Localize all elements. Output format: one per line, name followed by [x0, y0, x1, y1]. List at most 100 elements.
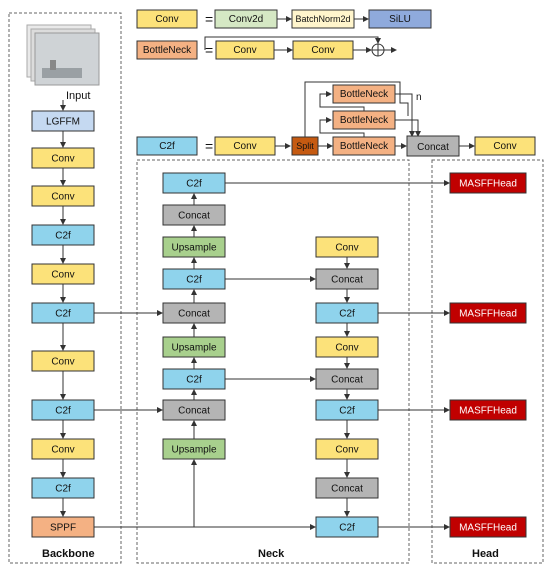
neck-right-conv-0-label: Conv	[335, 243, 358, 254]
backbone-conv-8-label: Conv	[51, 445, 74, 456]
backbone-lgffm-0: LGFFM	[31, 110, 95, 132]
legend-c2f-bottleneck-top-label: BottleNeck	[340, 89, 389, 100]
legend-c2f-conv2-label: Conv	[493, 141, 516, 152]
legend-bottleneck-label: BottleNeck	[143, 45, 192, 56]
input-label: Input	[66, 90, 90, 102]
head-masffhead-3-box	[449, 516, 527, 538]
backbone-conv-2: Conv	[31, 185, 95, 207]
neck-left-upsample-5-label: Upsample	[171, 343, 216, 354]
neck-left-concat-1-label: Concat	[178, 211, 210, 222]
head-masffhead-2-box	[449, 399, 527, 421]
neck-left-concat-4: Concat	[162, 302, 226, 324]
head-label: Head	[472, 548, 499, 560]
neck-left-c2f-0-label: C2f	[186, 179, 202, 190]
neck-right-conv-3-label: Conv	[335, 343, 358, 354]
head-masffhead-3: MASFFHead	[449, 516, 527, 538]
head-masffhead-3-label: MASFFHead	[459, 523, 517, 534]
neck-right-concat-4-label: Concat	[331, 375, 363, 386]
legend-c2f-bottleneck-bottom-label: BottleNeck	[340, 141, 389, 152]
legend-c2f-bottleneck-mid-label: BottleNeck	[340, 115, 389, 126]
legend-batchnorm-label: BatchNorm2d	[295, 14, 350, 24]
head-masffhead-2: MASFFHead	[449, 399, 527, 421]
add-operator-icon	[371, 43, 385, 57]
neck-left-c2f-6: C2f	[162, 368, 226, 390]
neck-left-c2f-3: C2f	[162, 268, 226, 290]
legend-split-label: Split	[296, 141, 314, 151]
backbone-label: Backbone	[42, 548, 95, 560]
neck-left-upsample-8: Upsample	[162, 438, 226, 460]
input-image-icon	[26, 24, 100, 86]
legend-bottleneck-box	[136, 40, 198, 60]
legend-c2f-conv2-box	[474, 136, 536, 156]
neck-right-conv-0: Conv	[315, 236, 379, 258]
legend-c2f-label: C2f	[159, 141, 175, 152]
legend-bn-conv1-label: Conv	[233, 45, 256, 56]
legend-c2f-concat-label: Concat	[417, 142, 449, 153]
backbone-conv-1: Conv	[31, 147, 95, 169]
backbone-conv-6: Conv	[31, 350, 95, 372]
backbone-conv-8: Conv	[31, 438, 95, 460]
legend-conv-box	[136, 9, 198, 29]
legend-equals-1: =	[205, 11, 213, 27]
neck-left-concat-7-label: Concat	[178, 406, 210, 417]
neck-right-concat-4: Concat	[315, 368, 379, 390]
backbone-frame	[8, 12, 122, 564]
legend-conv-label: Conv	[155, 14, 178, 25]
backbone-c2f-3-label: C2f	[55, 231, 71, 242]
head-masffhead-0-box	[449, 172, 527, 194]
backbone-conv-6-label: Conv	[51, 357, 74, 368]
backbone-lgffm-0-label: LGFFM	[46, 117, 80, 128]
neck-right-concat-7: Concat	[315, 477, 379, 499]
neck-right-conv-6: Conv	[315, 438, 379, 460]
head-masffhead-1: MASFFHead	[449, 302, 527, 324]
legend-equals-3: =	[205, 138, 213, 154]
backbone-c2f-9: C2f	[31, 477, 95, 499]
neck-right-c2f-2-label: C2f	[339, 309, 355, 320]
legend-equals-2: =	[205, 42, 213, 58]
head-masffhead-0: MASFFHead	[449, 172, 527, 194]
head-masffhead-1-box	[449, 302, 527, 324]
legend-silu-box	[368, 9, 432, 29]
neck-left-c2f-6-label: C2f	[186, 375, 202, 386]
head-masffhead-2-label: MASFFHead	[459, 406, 517, 417]
legend-conv2d-label: Conv2d	[229, 14, 263, 25]
neck-right-concat-1-label: Concat	[331, 275, 363, 286]
neck-left-upsample-5: Upsample	[162, 336, 226, 358]
legend-repeat-n: n	[416, 92, 422, 103]
backbone-conv-1-label: Conv	[51, 154, 74, 165]
backbone-c2f-7-label: C2f	[55, 406, 71, 417]
head-masffhead-0-label: MASFFHead	[459, 179, 517, 190]
backbone-c2f-9-label: C2f	[55, 484, 71, 495]
neck-right-conv-3: Conv	[315, 336, 379, 358]
backbone-conv-2-label: Conv	[51, 192, 74, 203]
neck-left-upsample-2: Upsample	[162, 236, 226, 258]
backbone-sppf-10: SPPF	[31, 516, 95, 538]
backbone-conv-4-label: Conv	[51, 270, 74, 281]
connections	[60, 100, 450, 530]
backbone-c2f-5: C2f	[31, 302, 95, 324]
neck-left-column: C2fConcatUpsampleC2fConcatUpsampleC2fCon…	[162, 172, 226, 460]
backbone-c2f-5-label: C2f	[55, 309, 71, 320]
neck-left-upsample-8-label: Upsample	[171, 445, 216, 456]
neck-right-c2f-5-label: C2f	[339, 406, 355, 417]
neck-right-concat-7-label: Concat	[331, 484, 363, 495]
backbone-sppf-10-label: SPPF	[50, 523, 76, 534]
legend-c2f-conv1-label: Conv	[233, 141, 256, 152]
neck-right-c2f-8-label: C2f	[339, 523, 355, 534]
backbone-c2f-3: C2f	[31, 224, 95, 246]
neck-left-concat-4-label: Concat	[178, 309, 210, 320]
legend-silu-label: SiLU	[389, 14, 411, 25]
neck-right-c2f-5: C2f	[315, 399, 379, 421]
neck-left-concat-1: Concat	[162, 204, 226, 226]
legend-bn-conv2-label: Conv	[311, 45, 334, 56]
neck-left-c2f-0: C2f	[162, 172, 226, 194]
legend-c2f-box	[136, 136, 198, 156]
neck-right-concat-1: Concat	[315, 268, 379, 290]
backbone-conv-4: Conv	[31, 263, 95, 285]
neck-frame	[136, 159, 410, 564]
head-masffhead-1-label: MASFFHead	[459, 309, 517, 320]
neck-label: Neck	[258, 548, 285, 560]
